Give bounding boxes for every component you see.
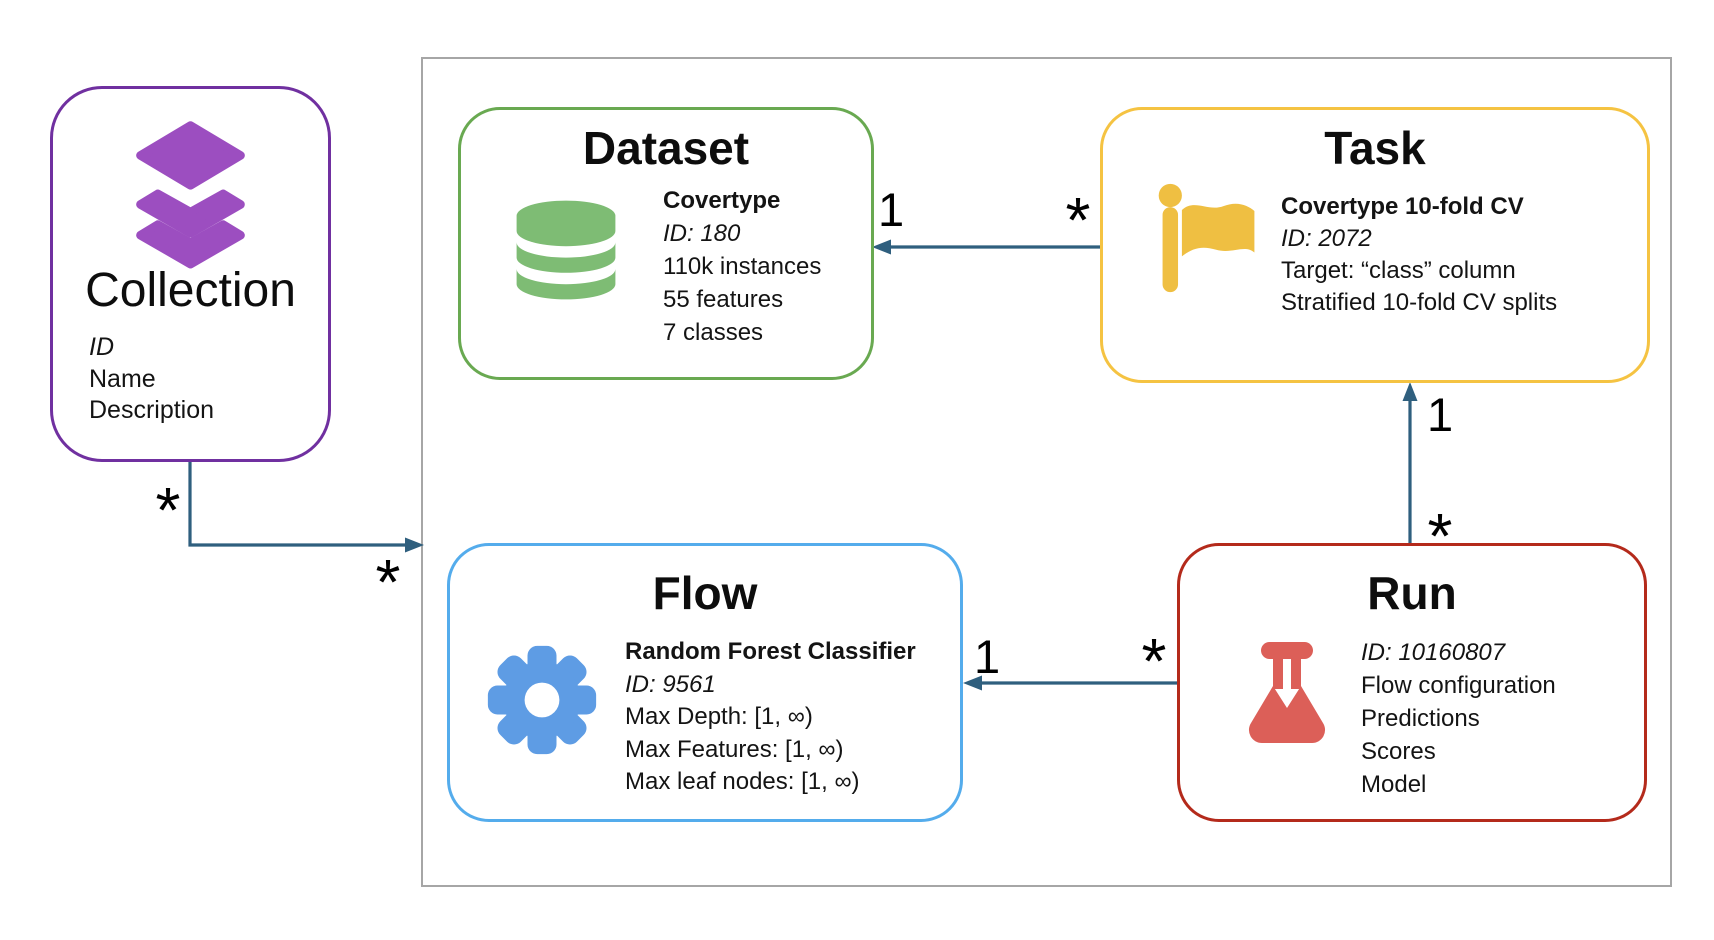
flow-node: Flow Random Forest Classifier ID: 9561 M… [447,543,963,822]
collection-attr-name: Name [89,364,156,393]
dataset-features: 55 features [663,286,784,313]
collection-attr-id: ID [89,333,114,361]
gear-icon [484,637,600,763]
collection-title: Collection [85,264,296,317]
run-id: ID: 10160807 [1361,639,1506,666]
cardinality-dataset-one: 1 [878,183,905,236]
run-node: Run ID: 10160807 Flow configuration Pred… [1177,543,1647,822]
collection-attr-description: Description [89,396,215,424]
run-predictions: Predictions [1361,705,1480,732]
flow-max-depth: Max Depth: [1, ∞) [625,703,813,730]
task-title: Task [1324,122,1426,174]
cardinality-run-many-left: * [1141,625,1167,697]
flag-icon [1150,180,1266,298]
flow-max-features: Max Features: [1, ∞) [625,735,844,763]
flow-title: Flow [652,567,758,619]
run-model: Model [1361,771,1427,798]
dataset-name: Covertype [663,187,781,214]
layers-icon [118,116,263,269]
flow-max-leaf-nodes: Max leaf nodes: [1, ∞) [625,768,860,795]
dataset-instances: 110k instances [663,253,822,280]
database-icon [509,190,623,310]
dataset-node: Dataset Covertype ID: 180 110k instances… [458,107,874,380]
task-splits: Stratified 10-fold CV splits [1281,289,1558,316]
task-details: Covertype 10-fold CV ID: 2072 Target: “c… [1281,191,1557,319]
collection-node: Collection ID Name Description [50,86,331,462]
dataset-details: Covertype ID: 180 110k instances 55 feat… [663,184,821,349]
dataset-id: ID: 180 [663,220,741,247]
flow-name: Random Forest Classifier [625,638,916,665]
platform-boundary-frame [421,57,1672,887]
dataset-title: Dataset [582,122,750,174]
run-scores: Scores [1361,738,1436,765]
task-target: Target: “class” column [1281,257,1516,284]
flask-icon [1237,640,1337,760]
task-name: Covertype 10-fold CV [1281,193,1524,220]
cardinality-task-many: * [1065,184,1091,256]
run-title: Run [1367,567,1457,619]
arrow-collection-to-frame [188,462,424,553]
task-id: ID: 2072 [1281,225,1372,252]
cardinality-task-one: 1 [1427,388,1454,441]
cardinality-collection-many: * [155,474,181,546]
run-flow-configuration: Flow configuration [1361,672,1556,699]
cardinality-run-many-top: * [1427,500,1453,572]
task-node: Task Covertype 10-fold CV ID: 2072 Targe… [1100,107,1650,383]
run-details: ID: 10160807 Flow configuration Predicti… [1361,636,1556,801]
flow-id: ID: 9561 [625,670,716,698]
cardinality-flow-one: 1 [974,630,1001,683]
flow-details: Random Forest Classifier ID: 9561 Max De… [625,636,916,799]
collection-attributes: ID Name Description [89,332,214,427]
cardinality-frame-many: * [375,546,401,618]
dataset-classes: 7 classes [663,319,764,346]
